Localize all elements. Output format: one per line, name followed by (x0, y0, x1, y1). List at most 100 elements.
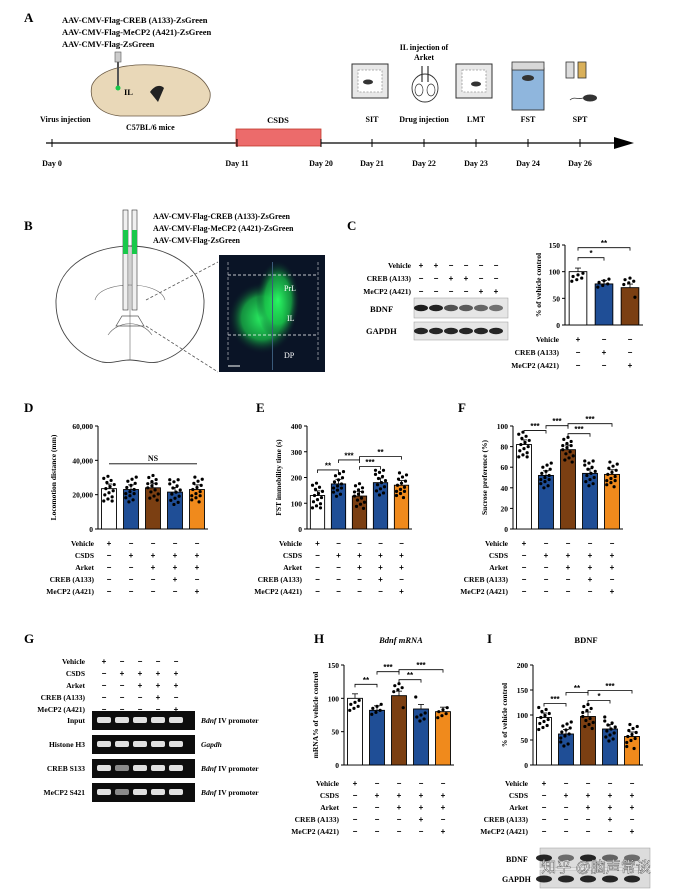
panel-a-construct-3: AAV-CMV-Flag-ZsGreen (62, 39, 155, 49)
condition-sign: − (336, 539, 341, 548)
gapdh-band (414, 327, 428, 335)
condition-sign: − (195, 539, 200, 548)
gel-target-label: Bdnf IV promoter (200, 716, 259, 725)
significance-bracket (398, 679, 422, 683)
significance-bracket (543, 703, 567, 707)
data-point (129, 483, 133, 487)
data-point (360, 486, 365, 490)
condition-sign: − (544, 575, 549, 584)
data-point (612, 731, 616, 735)
condition-sign: + (608, 815, 613, 824)
data-point (571, 274, 575, 279)
data-point (587, 461, 591, 465)
data-point (567, 456, 571, 460)
data-point (399, 481, 404, 485)
data-point (403, 479, 408, 483)
data-point (395, 483, 400, 487)
data-point (335, 488, 340, 492)
panel-h-title: Bdnf mRNA (378, 635, 423, 645)
condition-sign: − (173, 539, 178, 548)
significance-label: ** (601, 239, 608, 248)
condition-sign: + (419, 815, 424, 824)
data-point (565, 446, 569, 450)
bdnf-band (489, 304, 503, 312)
condition-sign: − (315, 575, 320, 584)
blot-sign: − (479, 261, 484, 270)
data-point (132, 492, 136, 496)
data-point (539, 715, 543, 720)
condition-sign: − (522, 551, 527, 560)
data-point (543, 480, 547, 484)
watermark: 知乎 @脑声常谈 (541, 858, 650, 876)
y-axis-label: FST immobility time (s) (274, 439, 283, 516)
condition-sign: + (151, 551, 156, 560)
data-point (192, 481, 196, 485)
data-point (607, 739, 611, 743)
data-point (341, 469, 346, 474)
condition-sign: − (610, 575, 615, 584)
condition-sign: + (195, 587, 200, 596)
y-tick-label: 100 (497, 422, 509, 431)
condition-row-label: MeCP2 (A421) (291, 827, 339, 836)
data-point (127, 500, 131, 504)
data-point (569, 720, 573, 724)
chart-row-label: Vehicle (536, 335, 560, 344)
condition-sign: − (353, 827, 358, 836)
data-point (588, 477, 592, 482)
data-point (374, 710, 378, 714)
condition-sign: + (399, 551, 404, 560)
condition-sign: − (120, 693, 125, 702)
data-point (370, 712, 374, 716)
data-point (609, 481, 613, 485)
gel-target-label: Bdnf IV promoter (200, 788, 259, 797)
data-point (611, 737, 615, 741)
data-point (525, 455, 529, 459)
panel-c-western-blot (413, 297, 509, 341)
data-point (517, 455, 521, 459)
data-point (419, 713, 423, 717)
data-point (172, 480, 176, 484)
data-point (608, 460, 612, 464)
condition-sign: − (397, 827, 402, 836)
data-point (562, 437, 566, 441)
condition-row-label: CSDS (283, 551, 302, 560)
gel-band (151, 765, 165, 771)
condition-sign: + (174, 669, 179, 678)
condition-row-label: MeCP2 (A421) (254, 587, 302, 596)
data-point (310, 483, 315, 487)
data-point (156, 492, 160, 496)
data-point (332, 480, 337, 484)
condition-row-label: Vehicle (316, 779, 340, 788)
panel-i-gapdh-band (602, 875, 618, 883)
data-point (173, 496, 177, 500)
data-point (379, 481, 384, 485)
panel-c-blot-conditions: Vehicle++−−−−CREB (A133)−−++−−MeCP2 (A42… (363, 261, 498, 296)
condition-sign: − (586, 779, 591, 788)
data-point (190, 498, 194, 502)
condition-sign: − (564, 803, 569, 812)
data-point (605, 483, 609, 487)
y-tick-label: 0 (504, 525, 508, 534)
panel-i-letter: I (487, 631, 492, 646)
gel-band (115, 765, 129, 771)
panel-c-bands (414, 304, 503, 335)
condition-sign: + (630, 827, 635, 836)
gel-band (133, 717, 147, 723)
chart-sign: + (602, 348, 607, 357)
gel-band (115, 741, 129, 747)
data-point (104, 487, 108, 491)
condition-row-label: Arket (320, 803, 339, 812)
panel-c-band-bdnf: BDNF (370, 304, 393, 314)
gel-target-gene: Bdnf (200, 788, 218, 797)
blot-row-label: MeCP2 (A421) (363, 287, 411, 296)
timeline-test-label: SIT (366, 115, 380, 124)
panel-i-band-bdnf: BDNF (506, 855, 528, 864)
data-point (592, 475, 596, 480)
data-point (561, 724, 565, 728)
data-point (587, 722, 591, 727)
significance-label: *** (344, 451, 354, 460)
data-point (151, 473, 155, 478)
